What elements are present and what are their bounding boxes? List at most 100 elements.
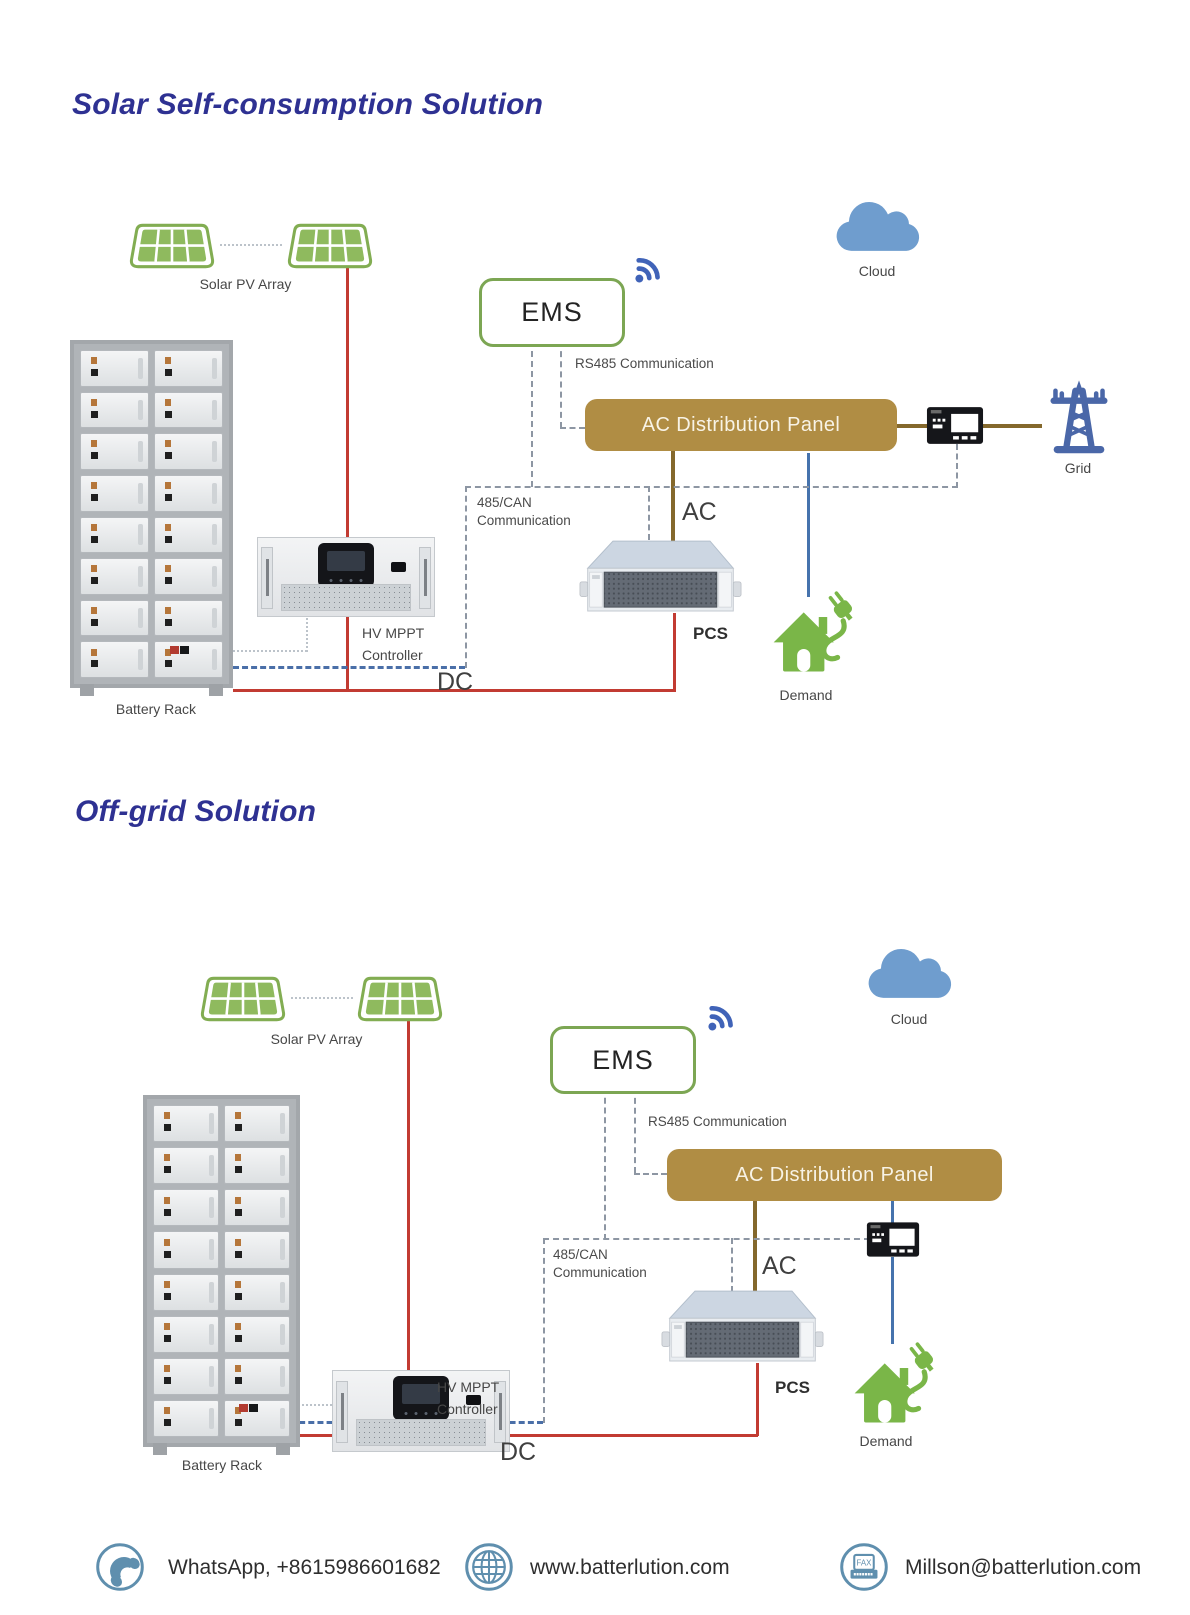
battery-module [80, 516, 149, 554]
battery-module [80, 599, 149, 637]
controller-power-switch [391, 562, 406, 572]
solar-panel-icon [200, 976, 286, 1022]
module-handle [212, 441, 218, 462]
module-handle [138, 441, 144, 462]
module-handle [208, 1281, 214, 1303]
battery-module [153, 1105, 219, 1143]
battery-module [154, 433, 223, 470]
module-handle [279, 1281, 285, 1303]
battery-module [154, 474, 223, 512]
globe-icon [465, 1543, 513, 1591]
battery-module [224, 1231, 290, 1269]
comm-dash-to-pcs [731, 1238, 733, 1292]
module-handle [279, 1365, 285, 1387]
battery-comm-dash-line [233, 666, 465, 669]
controller-display [318, 543, 374, 587]
mppt-label-line1: HV MPPT [362, 625, 425, 641]
battery-rack-label: Battery Rack [181, 1457, 263, 1473]
battery-module [224, 1147, 290, 1185]
module-handle [208, 1323, 214, 1345]
cloud-icon [836, 201, 920, 251]
fax-icon: FAX [840, 1543, 888, 1591]
module-handle [212, 399, 218, 421]
ac-tag-label: AC [682, 498, 717, 526]
battery-module [80, 391, 149, 429]
ac-line-panel-to-pcs [753, 1201, 757, 1293]
ems-rs485-dash-left [604, 1088, 606, 1240]
module-handle [279, 1197, 285, 1219]
footer-whatsapp-text: WhatsApp, +8615986601682 [168, 1556, 441, 1579]
controller-vent-mesh [280, 584, 412, 611]
battery-module [80, 474, 149, 512]
solar-pv-array-label: Solar PV Array [270, 1031, 363, 1047]
module-terminal-black [180, 645, 190, 654]
battery-module [153, 1231, 219, 1269]
mppt-controller-image [332, 1370, 510, 1452]
module-handle [208, 1407, 214, 1429]
dc-tag-label: DC [437, 668, 474, 696]
wifi-icon [698, 995, 743, 1040]
battery-module [224, 1357, 290, 1395]
module-handle [138, 482, 144, 504]
pcs-dc-line [673, 613, 676, 691]
battery-module [80, 558, 149, 595]
ac-line-meter-to-grid [982, 424, 1042, 428]
can-label-line2: Communication [553, 1265, 647, 1280]
battery-module [153, 1315, 219, 1353]
ac-tag-label: AC [762, 1252, 797, 1280]
battery-module [154, 599, 223, 637]
pcs-image [661, 1290, 824, 1362]
battery-module [153, 1357, 219, 1395]
solar-panel-icon [287, 223, 373, 269]
fax-icon-text: FAX [857, 1559, 873, 1568]
pv-dc-line [346, 266, 349, 690]
ac-line-panel-to-demand [807, 453, 810, 597]
module-handle [208, 1239, 214, 1261]
section-title-off-grid: Off-grid Solution [75, 795, 317, 828]
battery-module [224, 1189, 290, 1227]
mppt-label-line2: Controller [437, 1401, 498, 1417]
battery-module [224, 1273, 290, 1311]
demand-house-icon [768, 588, 862, 678]
mppt-controller-label: HV MPPT Controller [362, 622, 424, 666]
battery-rack-label: Battery Rack [115, 701, 197, 717]
pv-array-dotted-connector [220, 244, 282, 246]
can-comm-label: 485/CAN Communication [477, 494, 571, 530]
module-handle [138, 607, 144, 629]
pcs-image [579, 540, 742, 612]
battery-module [153, 1189, 219, 1227]
meter-icon [926, 407, 984, 444]
ems-rs485-dash-to-panel [634, 1173, 667, 1175]
ac-distribution-panel: AC Distribution Panel [667, 1149, 1002, 1201]
pcs-label: PCS [775, 1378, 810, 1397]
ac-line-panel-to-meter [891, 1201, 894, 1223]
module-handle [279, 1407, 285, 1429]
module-handle [212, 524, 218, 546]
battery-module [80, 350, 149, 387]
ems-rs485-dash-left [531, 341, 533, 487]
module-handle [212, 482, 218, 504]
comm-dash-to-pcs [648, 486, 650, 540]
controller-power-switch [466, 1395, 481, 1405]
battery-rack-image [143, 1095, 300, 1455]
mppt-controller-label: HV MPPT Controller [437, 1376, 499, 1420]
meter-icon [866, 1222, 920, 1257]
module-handle [279, 1323, 285, 1345]
grid-tower-icon [1041, 377, 1117, 457]
battery-module [154, 350, 223, 387]
solar-panel-icon [129, 223, 215, 269]
rs485-label: RS485 Communication [575, 356, 714, 371]
mppt-dotted-line-h [290, 1404, 364, 1406]
section-title-self-consumption: Solar Self-consumption Solution [72, 88, 544, 121]
battery-module [153, 1399, 219, 1437]
dc-tag-label: DC [500, 1438, 537, 1466]
can-label-line1: 485/CAN [477, 495, 532, 510]
module-terminal-red [169, 645, 179, 654]
controller-display [393, 1376, 449, 1420]
wifi-icon [625, 247, 670, 292]
dc-bus-line [233, 689, 676, 692]
comm-dash-top [543, 1238, 870, 1240]
ems-box: EMS [479, 278, 625, 347]
ems-box: EMS [550, 1026, 696, 1094]
module-handle [212, 566, 218, 587]
